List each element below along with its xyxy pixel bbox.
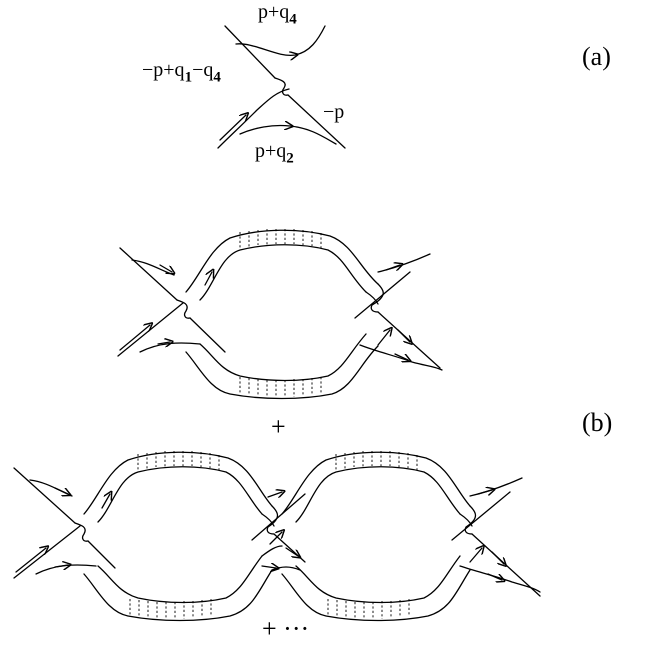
vertex-diagram-a xyxy=(217,25,346,149)
momentum-label-right: −p xyxy=(323,101,345,123)
panel-label-b: (b) xyxy=(582,408,613,437)
ladder-diagram-one-loop xyxy=(117,229,443,400)
plus-sign: + xyxy=(271,412,286,441)
momentum-label-left: −p+q1−q4 xyxy=(142,59,221,86)
ladder-diagram-two-loop xyxy=(13,451,541,622)
momentum-label-bottom: p+q2 xyxy=(255,140,294,167)
momentum-label-top: p+q4 xyxy=(258,1,297,28)
plus-ellipsis: + ··· xyxy=(262,614,310,643)
panel-label-a: (a) xyxy=(582,42,611,71)
